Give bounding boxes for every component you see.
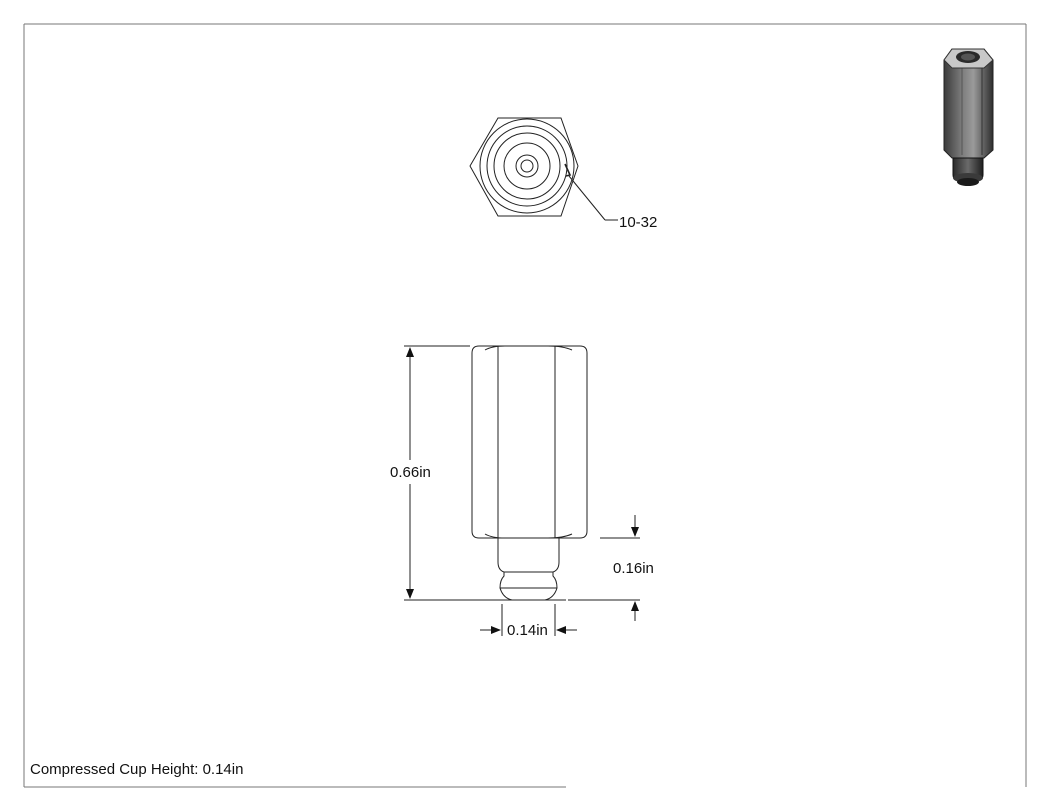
compressed-cup-height-note: Compressed Cup Height: 0.14in: [30, 761, 244, 778]
side-view: [471, 345, 588, 601]
thread-callout: 10-32: [619, 214, 657, 231]
thread-leader: [568, 175, 618, 221]
cup-height-dimension: [568, 515, 640, 621]
overall-height-dimension: [404, 345, 566, 601]
sheet-border: [23, 23, 1027, 788]
top-view: [469, 117, 579, 217]
isometric-view: [943, 48, 994, 186]
cup-width-callout: 0.14in: [507, 622, 548, 639]
cup-width-dimension: [480, 604, 577, 636]
cup-height-callout: 0.16in: [613, 560, 654, 577]
overall-height-callout: 0.66in: [390, 464, 431, 481]
